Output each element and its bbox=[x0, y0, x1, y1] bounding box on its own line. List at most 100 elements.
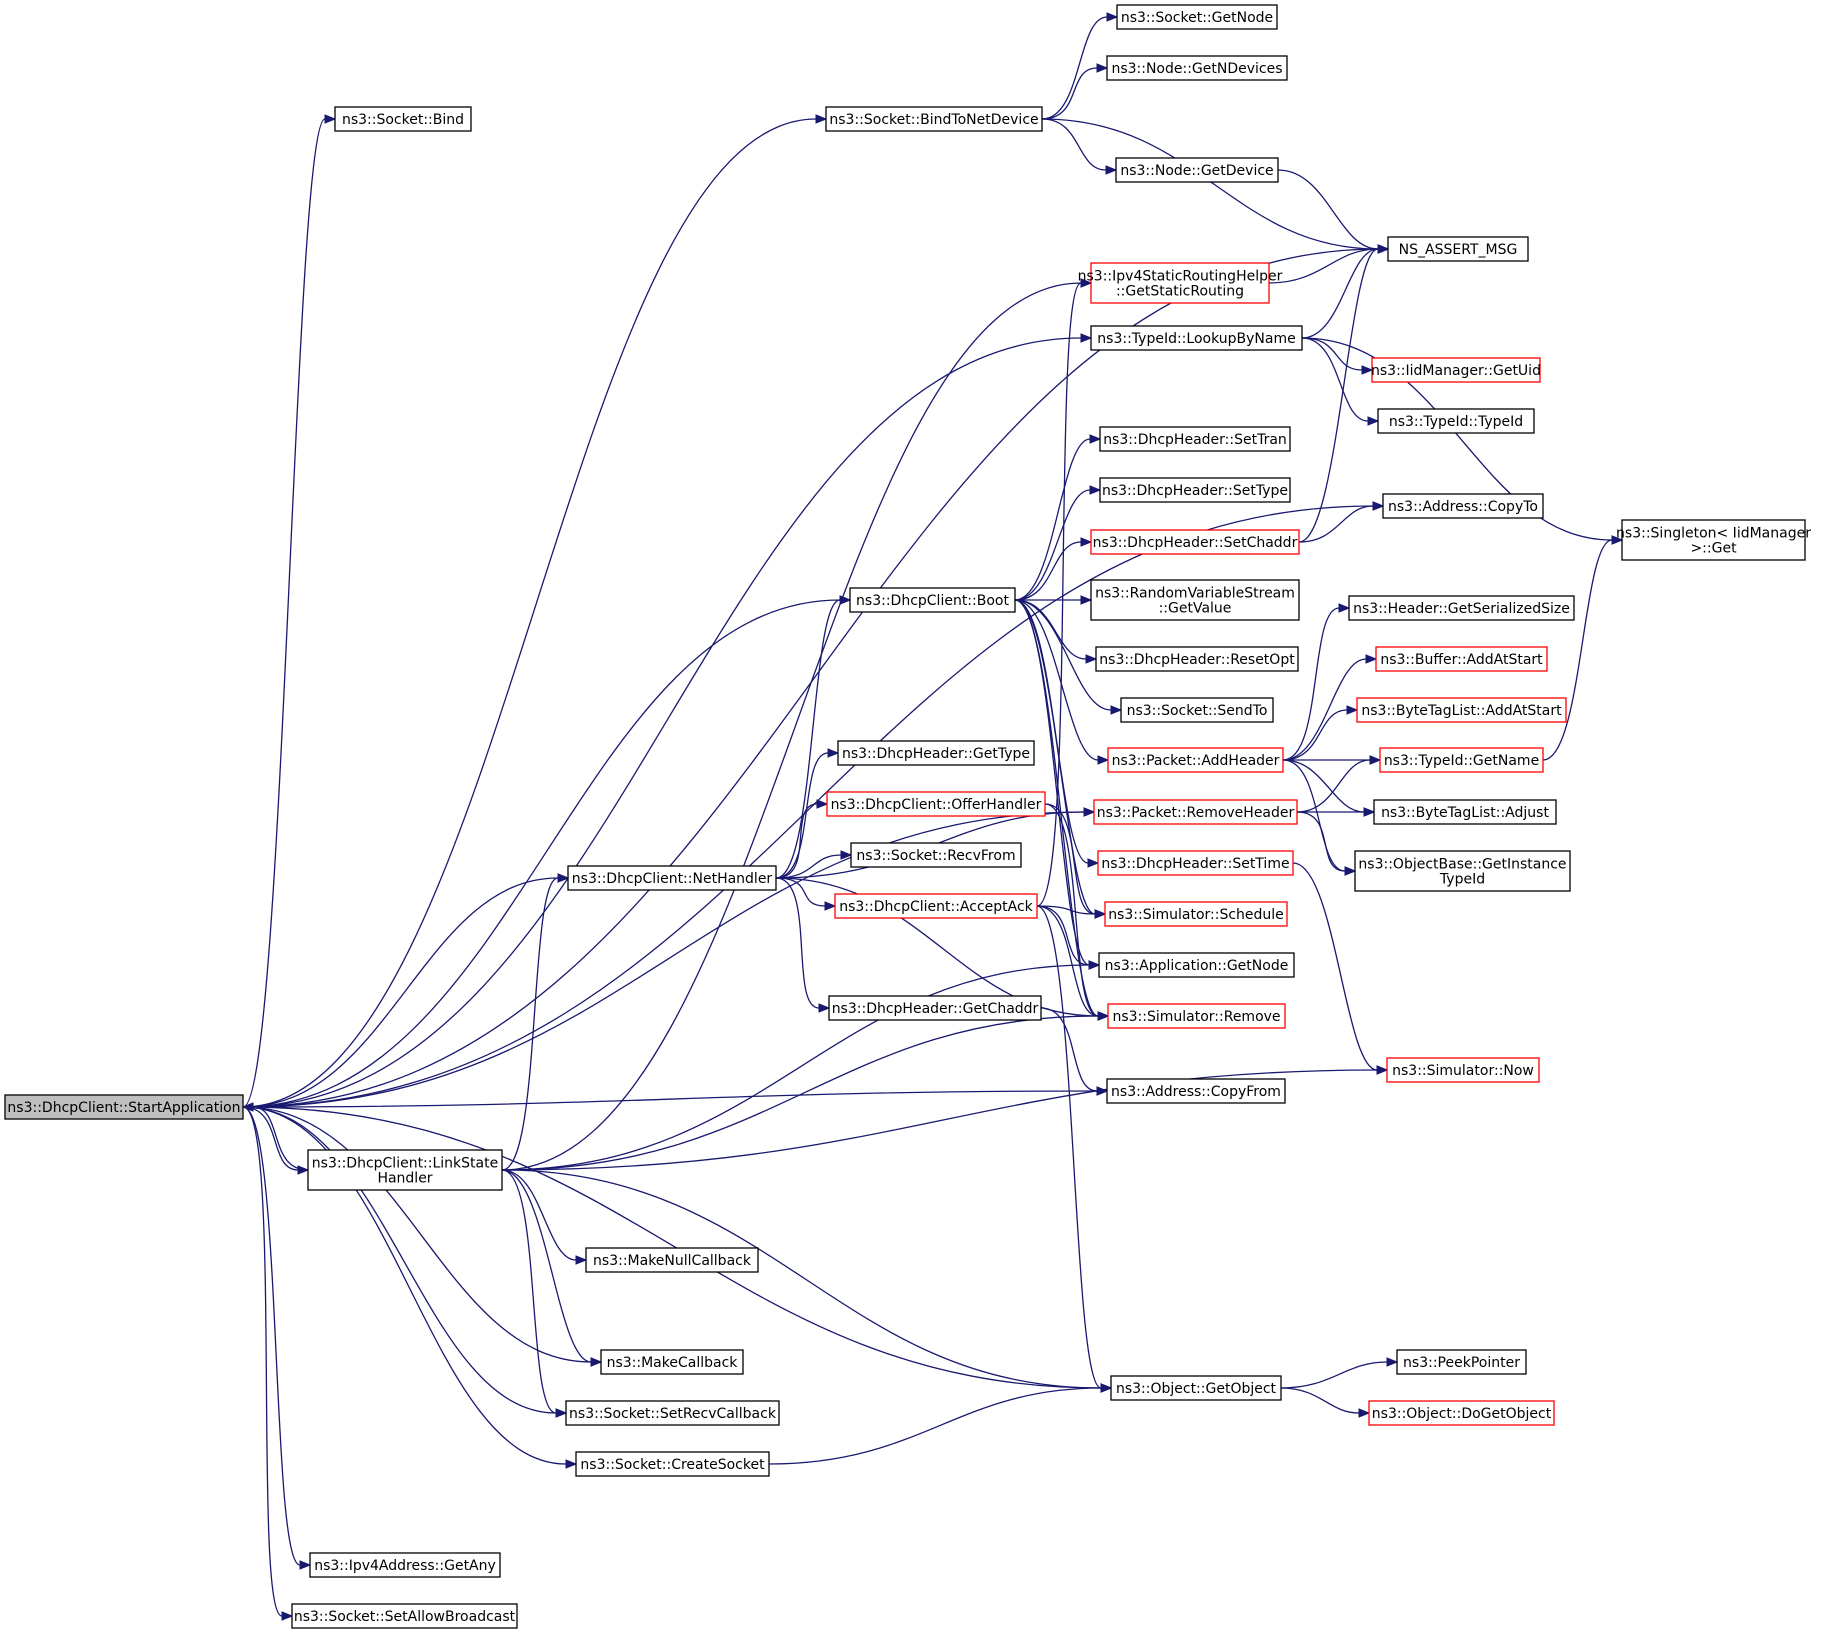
edge-line bbox=[242, 248, 1379, 1108]
node-getobject[interactable]: ns3::Object::GetObject bbox=[1110, 1375, 1282, 1401]
node-recvfrom[interactable]: ns3::Socket::RecvFrom bbox=[850, 842, 1022, 868]
node-appgetnode[interactable]: ns3::Application::GetNode bbox=[1098, 952, 1295, 978]
node-copyfrom[interactable]: ns3::Address::CopyFrom bbox=[1106, 1078, 1286, 1104]
node-getchaddr[interactable]: ns3::DhcpHeader::GetChaddr bbox=[828, 995, 1042, 1021]
node-nethandler[interactable]: ns3::DhcpClient::NetHandler bbox=[567, 865, 777, 891]
call-edge-addheader-btladd bbox=[1282, 705, 1359, 761]
edge-line bbox=[1036, 905, 1102, 1389]
edge-line bbox=[1041, 118, 1379, 250]
arrow-head-icon bbox=[1080, 595, 1093, 605]
node-getndev[interactable]: ns3::Node::GetNDevices bbox=[1106, 55, 1288, 81]
node-ipv4static[interactable]: ns3::Ipv4StaticRoutingHelper::GetStaticR… bbox=[1078, 262, 1283, 304]
node-box bbox=[291, 1603, 518, 1629]
node-schedule[interactable]: ns3::Simulator::Schedule bbox=[1104, 901, 1288, 927]
node-remove[interactable]: ns3::Simulator::Remove bbox=[1107, 1003, 1286, 1029]
call-edge-linkstate-makecb bbox=[501, 1169, 603, 1367]
node-settran[interactable]: ns3::DhcpHeader::SetTran bbox=[1099, 426, 1291, 452]
node-acceptack[interactable]: ns3::DhcpClient::AcceptAck bbox=[834, 893, 1038, 919]
arrow-head-icon bbox=[1096, 63, 1109, 73]
node-box bbox=[1115, 157, 1279, 183]
edge-line bbox=[501, 1169, 557, 1414]
call-edge-boot-settran bbox=[1014, 434, 1102, 601]
edge-line bbox=[1014, 599, 1112, 711]
call-edge-linkstate-start bbox=[241, 1102, 309, 1171]
node-removeheader[interactable]: ns3::Packet::RemoveHeader bbox=[1093, 799, 1298, 825]
node-box bbox=[1368, 1400, 1555, 1426]
node-getnode_s[interactable]: ns3::Socket::GetNode bbox=[1116, 4, 1278, 30]
arrow-head-icon bbox=[1376, 1065, 1389, 1075]
node-peek[interactable]: ns3::PeekPointer bbox=[1396, 1349, 1527, 1375]
node-dogetobject[interactable]: ns3::Object::DoGetObject bbox=[1368, 1400, 1555, 1426]
node-resetopt[interactable]: ns3::DhcpHeader::ResetOpt bbox=[1095, 646, 1299, 672]
node-box bbox=[1120, 697, 1274, 723]
node-bind[interactable]: ns3::Socket::Bind bbox=[334, 106, 472, 132]
node-label: ns3::Header::GetSerializedSize bbox=[1353, 601, 1570, 617]
node-label: ns3::DhcpHeader::SetType bbox=[1102, 483, 1288, 499]
node-box bbox=[1107, 1003, 1286, 1029]
node-addheader[interactable]: ns3::Packet::AddHeader bbox=[1107, 747, 1284, 773]
node-sendto[interactable]: ns3::Socket::SendTo bbox=[1120, 697, 1274, 723]
node-lookup[interactable]: ns3::TypeId::LookupByName bbox=[1090, 325, 1303, 351]
node-adjust[interactable]: ns3::ByteTagList::Adjust bbox=[1373, 799, 1557, 825]
arrow-head-icon bbox=[1097, 755, 1110, 765]
call-edge-start-bind bbox=[242, 114, 337, 1108]
arrow-head-icon bbox=[1361, 365, 1374, 375]
node-boot[interactable]: ns3::DhcpClient::Boot bbox=[849, 587, 1016, 613]
node-getany[interactable]: ns3::Ipv4Address::GetAny bbox=[309, 1552, 501, 1578]
arrow-head-icon bbox=[557, 873, 570, 883]
call-edge-nethandler-offer bbox=[775, 799, 829, 879]
arrow-head-icon bbox=[827, 748, 840, 758]
node-now[interactable]: ns3::Simulator::Now bbox=[1386, 1057, 1540, 1083]
call-edge-removeheader-adjust bbox=[1297, 807, 1376, 817]
node-btladd[interactable]: ns3::ByteTagList::AddAtStart bbox=[1356, 697, 1567, 723]
call-edge-linkstate-remove bbox=[501, 1011, 1110, 1171]
edge-line bbox=[768, 1387, 1102, 1465]
node-getname[interactable]: ns3::TypeId::GetName bbox=[1379, 747, 1544, 773]
node-createsock[interactable]: ns3::Socket::CreateSocket bbox=[575, 1451, 770, 1477]
node-rvs[interactable]: ns3::RandomVariableStream::GetValue bbox=[1090, 579, 1300, 621]
node-setchaddr[interactable]: ns3::DhcpHeader::SetChaddr bbox=[1090, 529, 1300, 555]
node-offer[interactable]: ns3::DhcpClient::OfferHandler bbox=[826, 791, 1046, 817]
node-label: ns3::DhcpClient::Boot bbox=[856, 593, 1009, 609]
node-typeid[interactable]: ns3::TypeId::TypeId bbox=[1377, 408, 1535, 434]
node-bufadd[interactable]: ns3::Buffer::AddAtStart bbox=[1375, 646, 1548, 672]
node-iidget[interactable]: ns3::IidManager::GetUid bbox=[1371, 357, 1541, 383]
node-copyto[interactable]: ns3::Address::CopyTo bbox=[1382, 493, 1544, 519]
node-start[interactable]: ns3::DhcpClient::StartApplication bbox=[4, 1094, 244, 1120]
node-bindnet[interactable]: ns3::Socket::BindToNetDevice bbox=[825, 106, 1043, 132]
node-singleton[interactable]: ns3::Singleton< IidManager>::Get bbox=[1616, 519, 1811, 561]
call-edge-start-bindnet bbox=[242, 114, 828, 1108]
node-settype[interactable]: ns3::DhcpHeader::SetType bbox=[1099, 477, 1291, 503]
edge-line bbox=[1301, 337, 1613, 541]
node-setbcast[interactable]: ns3::Socket::SetAllowBroadcast bbox=[291, 1603, 518, 1629]
edge-line bbox=[242, 811, 1085, 1108]
node-box bbox=[334, 106, 472, 132]
node-assert[interactable]: NS_ASSERT_MSG bbox=[1387, 236, 1529, 262]
call-edge-boot-addheader bbox=[1014, 599, 1110, 765]
node-label: ns3::DhcpHeader::SetTran bbox=[1103, 432, 1287, 448]
node-makecb[interactable]: ns3::MakeCallback bbox=[600, 1349, 744, 1375]
arrow-head-icon bbox=[1085, 654, 1098, 664]
node-gettype[interactable]: ns3::DhcpHeader::GetType bbox=[837, 740, 1035, 766]
node-label: ns3::TypeId::TypeId bbox=[1389, 414, 1523, 430]
call-edge-getobject-peek bbox=[1280, 1357, 1399, 1389]
node-getdev[interactable]: ns3::Node::GetDevice bbox=[1115, 157, 1279, 183]
edge-line bbox=[1301, 337, 1363, 371]
node-settime[interactable]: ns3::DhcpHeader::SetTime bbox=[1097, 850, 1294, 876]
node-label: ::GetValue bbox=[1159, 601, 1232, 617]
node-gss[interactable]: ns3::Header::GetSerializedSize bbox=[1348, 595, 1575, 621]
node-label: ns3::Socket::SetRecvCallback bbox=[569, 1406, 777, 1422]
node-makenull[interactable]: ns3::MakeNullCallback bbox=[585, 1247, 759, 1273]
call-edge-start-copyfrom bbox=[242, 1086, 1109, 1108]
call-edge-boot-settime bbox=[1014, 599, 1100, 868]
node-label: ns3::PeekPointer bbox=[1403, 1355, 1520, 1371]
call-edge-boot-sendto bbox=[1014, 599, 1123, 715]
call-edge-bindnet-getdev bbox=[1041, 118, 1118, 175]
node-setrecv[interactable]: ns3::Socket::SetRecvCallback bbox=[565, 1400, 780, 1426]
arrow-head-icon bbox=[1106, 12, 1119, 22]
edge-line bbox=[1036, 905, 1090, 966]
edge-line bbox=[1292, 862, 1378, 1071]
node-box bbox=[1093, 799, 1298, 825]
